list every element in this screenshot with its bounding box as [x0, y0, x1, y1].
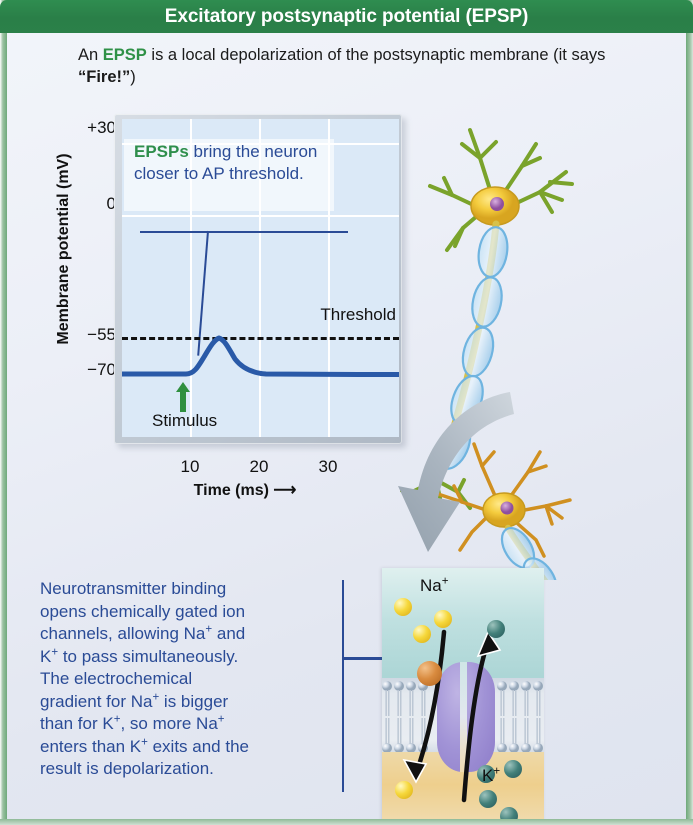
potassium-label: K+ — [482, 766, 500, 786]
neurotransmitter-molecule — [417, 661, 442, 686]
sodium-label: Na+ — [420, 576, 448, 596]
intro-fire-quote: “Fire!” — [78, 68, 131, 86]
potassium-label-text: K — [482, 766, 494, 785]
callout-leader-horizontal — [140, 231, 348, 233]
explanatory-line-7a: than for K — [40, 714, 114, 733]
stimulus-arrow-icon — [176, 382, 190, 412]
explanatory-line-6a: gradient for Na — [40, 691, 153, 711]
zoom-pointer-arrow-icon — [398, 392, 514, 552]
epsp-chart: Membrane potential (mV) +30 0 −55 −70 EP… — [22, 112, 422, 502]
vgrid-30 — [328, 119, 330, 437]
explanatory-line-3a: channels, allowing Na — [40, 624, 206, 643]
potassium-ion — [479, 790, 497, 808]
potassium-ion — [487, 620, 505, 638]
x-tick-30: 30 — [318, 457, 338, 476]
x-tick-20: 20 — [249, 457, 269, 476]
y-axis-title: Membrane potential (mV) — [55, 153, 72, 345]
explanatory-line-4a: K — [40, 646, 52, 666]
bilayer-phospholipids — [382, 681, 543, 753]
explanatory-line-6b: is bigger — [159, 691, 229, 711]
ion-channel-pore — [460, 662, 467, 772]
sodium-label-charge: + — [441, 575, 449, 588]
ion-flow-arrows — [402, 629, 502, 803]
y-tick-minus70: −70 — [87, 360, 116, 379]
hgrid-0 — [122, 215, 399, 217]
sup-plus-3: + — [152, 690, 160, 703]
y-tick-plus30: +30 — [87, 118, 116, 137]
callout-backdrop — [124, 139, 334, 211]
sup-plus-5: + — [217, 713, 225, 726]
frame-border-left — [0, 0, 7, 825]
sodium-ion — [434, 610, 452, 628]
explanatory-line-3b: and — [212, 624, 246, 643]
frame-border-bottom — [0, 819, 693, 825]
vgrid-20 — [259, 119, 261, 437]
threshold-dashed-line — [122, 337, 399, 340]
sodium-ion — [394, 598, 412, 616]
membrane-detail-panel: Na+ K+ — [382, 568, 544, 825]
potassium-ion — [477, 765, 495, 783]
explanatory-line-7b: , so more Na — [120, 714, 218, 733]
explanatory-line-4b: to pass simultaneously. — [58, 646, 239, 666]
intro-paragraph: An EPSP is a local depolarization of the… — [78, 44, 618, 88]
y-tick-0: 0 — [106, 194, 116, 213]
callout-bracket-vertical — [342, 580, 344, 792]
callout-bracket-horizontal — [342, 657, 407, 660]
explanatory-line-8b: exits and the — [147, 736, 249, 756]
chart-callout-text: EPSPs bring the neuron closer to AP thre… — [134, 141, 339, 185]
sodium-ion — [413, 625, 431, 643]
intro-suffix: ) — [130, 68, 136, 86]
page-title: Excitatory postsynaptic potential (EPSP) — [164, 5, 529, 27]
threshold-label: Threshold — [320, 305, 396, 324]
intro-middle: is a local depolarization of the postsyn… — [146, 46, 606, 64]
potassium-label-charge: + — [493, 765, 501, 778]
callout-epsps-word: EPSPs — [134, 142, 189, 161]
stimulus-label: Stimulus — [152, 411, 218, 430]
explanatory-line-1: Neurotransmitter binding — [40, 579, 227, 598]
figure-header: Excitatory postsynaptic potential (EPSP) — [0, 0, 693, 33]
sup-plus-4: + — [113, 713, 121, 726]
sodium-ion — [395, 781, 413, 799]
epsp-trace — [122, 335, 399, 377]
x-axis-arrow-icon: ⟶ — [273, 482, 297, 499]
x-tick-10: 10 — [180, 457, 200, 476]
x-axis-title: Time (ms) ⟶ — [130, 480, 360, 500]
callout-rest: bring the neuron closer to AP threshold. — [134, 142, 318, 183]
y-tick-minus55: −55 — [87, 325, 116, 344]
sodium-label-text: Na — [420, 576, 442, 595]
x-axis-title-text: Time (ms) — [193, 482, 269, 499]
explanatory-line-5: The electrochemical — [40, 669, 193, 688]
sup-plus-1: + — [205, 623, 213, 636]
intro-epsp-highlight: EPSP — [102, 46, 147, 64]
vgrid-10 — [190, 119, 192, 437]
plot-area: EPSPs bring the neuron closer to AP thre… — [122, 119, 399, 437]
frame-border-right — [686, 0, 693, 825]
explanatory-line-2: opens chemically gated ion — [40, 601, 246, 621]
explanatory-line-9: result is depolarization. — [40, 759, 214, 778]
explanatory-text: Neurotransmitter binding opens chemicall… — [40, 578, 332, 781]
potassium-ion — [504, 760, 522, 778]
postsynaptic-neuron — [436, 442, 572, 580]
explanatory-line-8a: enters than K — [40, 736, 142, 756]
sup-plus-2: + — [51, 645, 59, 658]
intro-prefix: An — [78, 46, 103, 64]
sup-plus-6: + — [141, 735, 148, 748]
